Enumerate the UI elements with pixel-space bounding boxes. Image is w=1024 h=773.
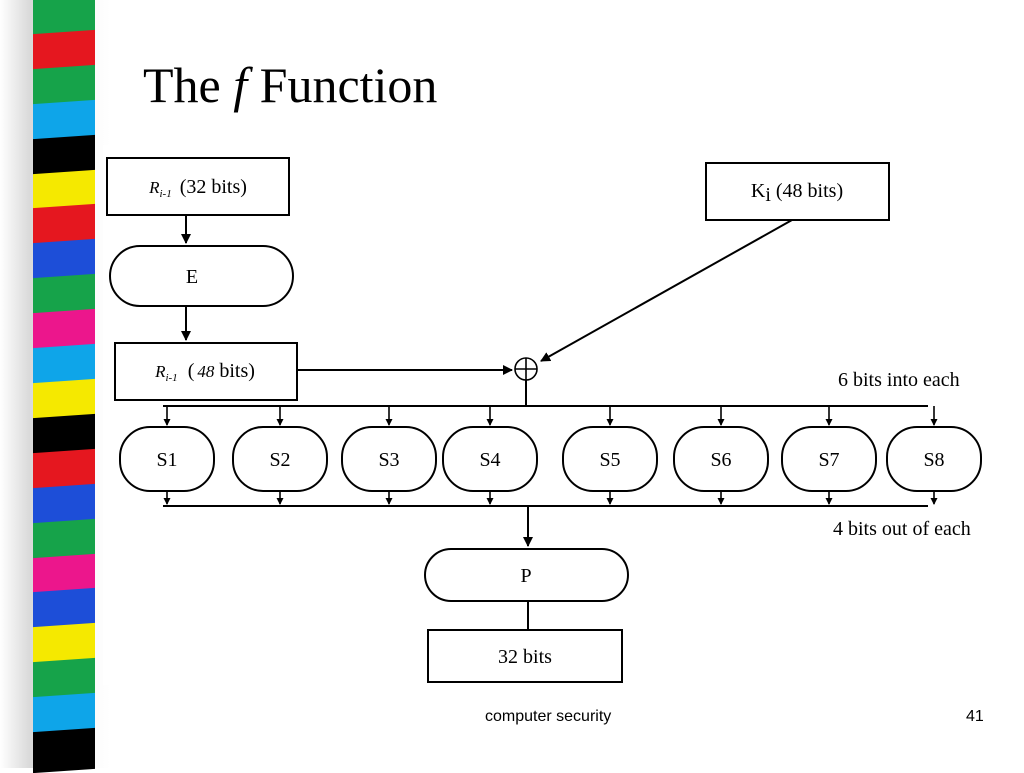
- output-label: 32 bits: [498, 646, 552, 668]
- svg-text:Ki(48 bits): Ki(48 bits): [751, 180, 843, 206]
- expanded-r-bits: bits): [219, 360, 255, 382]
- sbox-2: S2: [232, 406, 328, 505]
- svg-text:Ri-1(32 bits): Ri-1 (32 bits): [148, 176, 247, 200]
- diagram-background: [103, 145, 1018, 685]
- sbox-row: S1 S2 S3 S4 S5 S6 S7 S8: [119, 406, 982, 505]
- sbox-label: S2: [269, 449, 290, 471]
- sbox-1: S1: [119, 406, 215, 505]
- into-each-note: 6 bits into each: [838, 369, 960, 391]
- xor-symbol: ⊕: [514, 357, 538, 381]
- permutation-label: P: [520, 565, 531, 587]
- permutation-box: P: [424, 548, 629, 602]
- expansion-label: E: [186, 266, 198, 288]
- output-box: 32 bits: [427, 629, 623, 683]
- sbox-5: S5: [562, 406, 658, 505]
- title-f-symbol: f: [233, 57, 248, 113]
- key-box: Ki(48 bits): [705, 162, 890, 221]
- input-r-subscript: i-1: [159, 188, 171, 200]
- sbox-label: S3: [378, 449, 399, 471]
- key-subscript: i: [765, 184, 771, 206]
- sbox-8: S8: [886, 406, 982, 505]
- slide-number: 41: [966, 708, 984, 725]
- sbox-3: S3: [341, 406, 437, 505]
- sbox-label: S5: [599, 449, 620, 471]
- sbox-label: S1: [156, 449, 177, 471]
- decorative-stripe-bar: [0, 0, 110, 773]
- input-r-symbol: R: [148, 178, 160, 197]
- expansion-box: E: [109, 245, 294, 307]
- sbox-6: S6: [673, 406, 769, 505]
- title-prefix: The: [143, 57, 221, 113]
- expanded-r-subscript: i-1: [165, 372, 177, 384]
- sbox-7: S7: [781, 406, 877, 505]
- input-r-box: Ri-1 (32 bits): [106, 157, 290, 216]
- out-each-note: 4 bits out of each: [833, 518, 971, 540]
- expanded-r-number: 48: [197, 362, 215, 381]
- slide-title: The f Function: [143, 56, 437, 114]
- input-r-bits: (32 bits): [180, 176, 247, 198]
- key-bits: (48 bits): [776, 180, 843, 202]
- sbox-4: S4: [442, 406, 538, 505]
- arrow-key-to-xor: [540, 219, 793, 362]
- title-suffix: Function: [259, 57, 438, 113]
- expanded-r-symbol: R: [154, 362, 166, 381]
- key-symbol: K: [751, 180, 766, 202]
- sbox-label: S4: [479, 449, 500, 471]
- expanded-r-paren: (: [188, 360, 195, 382]
- sbox-label: S6: [710, 449, 731, 471]
- sbox-label: S7: [818, 449, 839, 471]
- sbox-label: S8: [923, 449, 944, 471]
- footer-course-label: computer security: [485, 708, 612, 725]
